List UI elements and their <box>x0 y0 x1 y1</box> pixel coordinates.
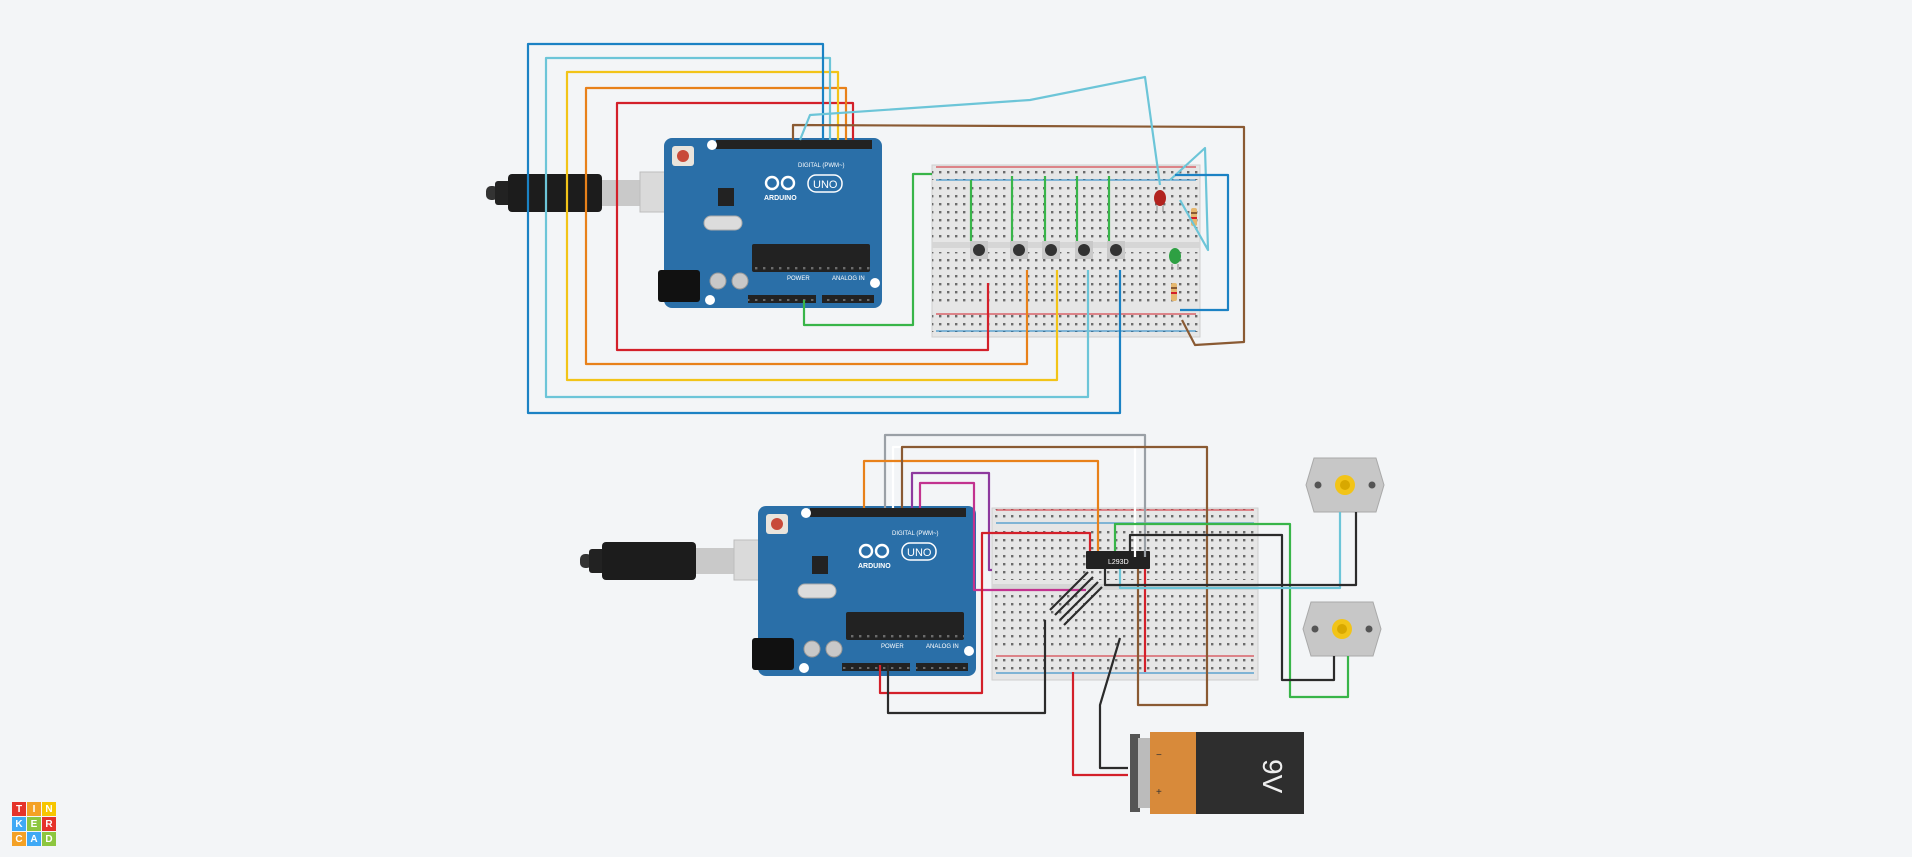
logo-letter: K <box>12 817 26 831</box>
green-led[interactable] <box>1169 248 1181 270</box>
power-jack[interactable] <box>658 270 700 302</box>
arduino-logo-icon <box>858 543 890 559</box>
top-circuit: DIGITAL (PWM~) POWER ANALOG IN ARDUINO U… <box>486 42 1246 415</box>
power-jack[interactable] <box>752 638 794 670</box>
logo-letter: R <box>42 817 56 831</box>
analog-label: ANALOG IN <box>832 276 865 282</box>
mount-hole <box>707 140 717 150</box>
logo-letter: E <box>27 817 41 831</box>
dc-motor-2[interactable] <box>1302 601 1382 657</box>
pushbutton-4[interactable] <box>1075 241 1093 259</box>
logo-letter: I <box>27 802 41 816</box>
digital-label: DIGITAL (PWM~) <box>892 531 939 537</box>
dc-motor-1[interactable] <box>1305 457 1385 513</box>
digital-label: DIGITAL (PWM~) <box>798 163 845 169</box>
model-label: UNO <box>907 547 932 559</box>
logo-letter: C <box>12 832 26 846</box>
bottom-circuit: DIGITAL (PWM~) POWER ANALOG IN ARDUINO U… <box>580 433 1385 814</box>
power-label: POWER <box>787 276 810 282</box>
pushbutton-1[interactable] <box>970 241 988 259</box>
arduino-uno-bottom[interactable]: DIGITAL (PWM~) POWER ANALOG IN ARDUINO U… <box>752 506 976 676</box>
atmega-chip <box>752 244 870 272</box>
analog-label: ANALOG IN <box>926 644 959 650</box>
logo-letter: N <box>42 802 56 816</box>
battery-plus-label: + <box>1156 787 1162 798</box>
red-led[interactable] <box>1154 190 1166 212</box>
wires-top <box>526 42 1246 415</box>
model-label: UNO <box>813 179 838 191</box>
logo-letter: A <box>27 832 41 846</box>
wires-bottom <box>862 433 1358 777</box>
resistor-2[interactable] <box>1171 283 1177 301</box>
brand-label: ARDUINO <box>858 563 891 570</box>
l293d-driver-ic[interactable]: L293D <box>1086 551 1150 569</box>
battery-label: 9V <box>1257 759 1288 794</box>
ic-label: L293D <box>1108 559 1129 566</box>
pushbutton-2[interactable] <box>1010 241 1028 259</box>
tinkercad-logo[interactable]: T I N K E R C A D <box>12 802 56 846</box>
pushbutton-5[interactable] <box>1107 241 1125 259</box>
battery-minus-label: − <box>1156 750 1162 761</box>
logo-letter: D <box>42 832 56 846</box>
brand-label: ARDUINO <box>764 195 797 202</box>
9v-battery[interactable]: 9V − + <box>1130 732 1304 814</box>
logo-letter: T <box>12 802 26 816</box>
power-label: POWER <box>881 644 904 650</box>
pushbutton-3[interactable] <box>1042 241 1060 259</box>
arduino-logo-icon <box>764 175 796 191</box>
arduino-uno-top[interactable]: DIGITAL (PWM~) POWER ANALOG IN ARDUINO U… <box>658 138 882 308</box>
